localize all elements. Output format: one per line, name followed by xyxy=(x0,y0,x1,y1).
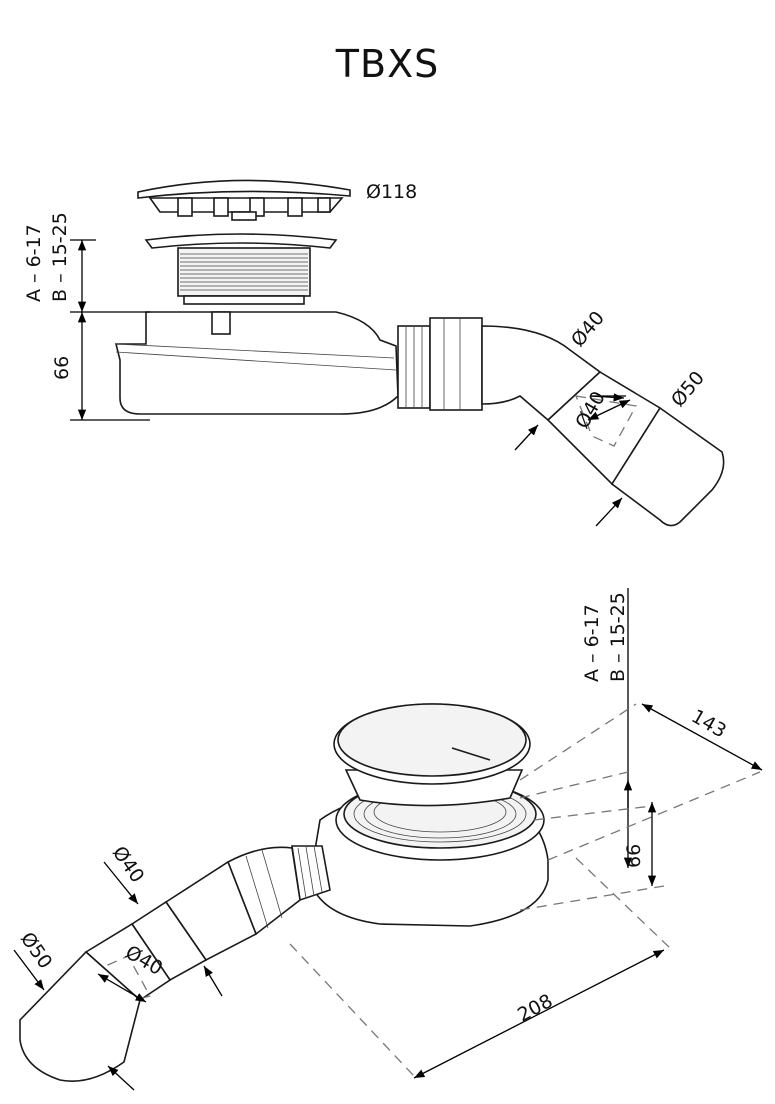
height-label: 66 xyxy=(51,356,73,380)
iso-outlet xyxy=(19,845,331,1082)
iso-length-label: 208 xyxy=(514,990,556,1026)
drawing-title: TBXS xyxy=(335,42,440,86)
sealing-ring xyxy=(144,233,338,249)
iso-outlet-inner-label: Ø40 xyxy=(108,842,148,887)
grate-diameter-label: Ø118 xyxy=(366,181,417,203)
side-view-dimensions xyxy=(70,239,631,527)
iso-dim-b-label: B – 15-25 xyxy=(607,592,629,682)
dim-b-label: B – 15-25 xyxy=(49,212,71,302)
outlet-outer-label: Ø50 xyxy=(667,367,709,411)
side-view xyxy=(114,179,725,527)
outlet-nut xyxy=(397,317,483,411)
outlet-inner-label: Ø40 xyxy=(567,307,609,351)
outlet-elbow xyxy=(481,325,725,527)
iso-dim-a-label: A – 6-17 xyxy=(581,604,603,682)
threaded-body xyxy=(177,247,311,305)
iso-width-label: 143 xyxy=(688,705,730,742)
trap-body xyxy=(114,311,399,415)
iso-height-label: 66 xyxy=(623,844,645,868)
iso-outlet-outer-label: Ø50 xyxy=(16,928,56,973)
iso-dimensions xyxy=(13,588,763,1091)
grate-cover xyxy=(137,179,351,221)
isometric-view xyxy=(19,703,549,1082)
iso-grate-cover xyxy=(333,703,531,807)
dim-a-label: A – 6-17 xyxy=(23,224,45,302)
